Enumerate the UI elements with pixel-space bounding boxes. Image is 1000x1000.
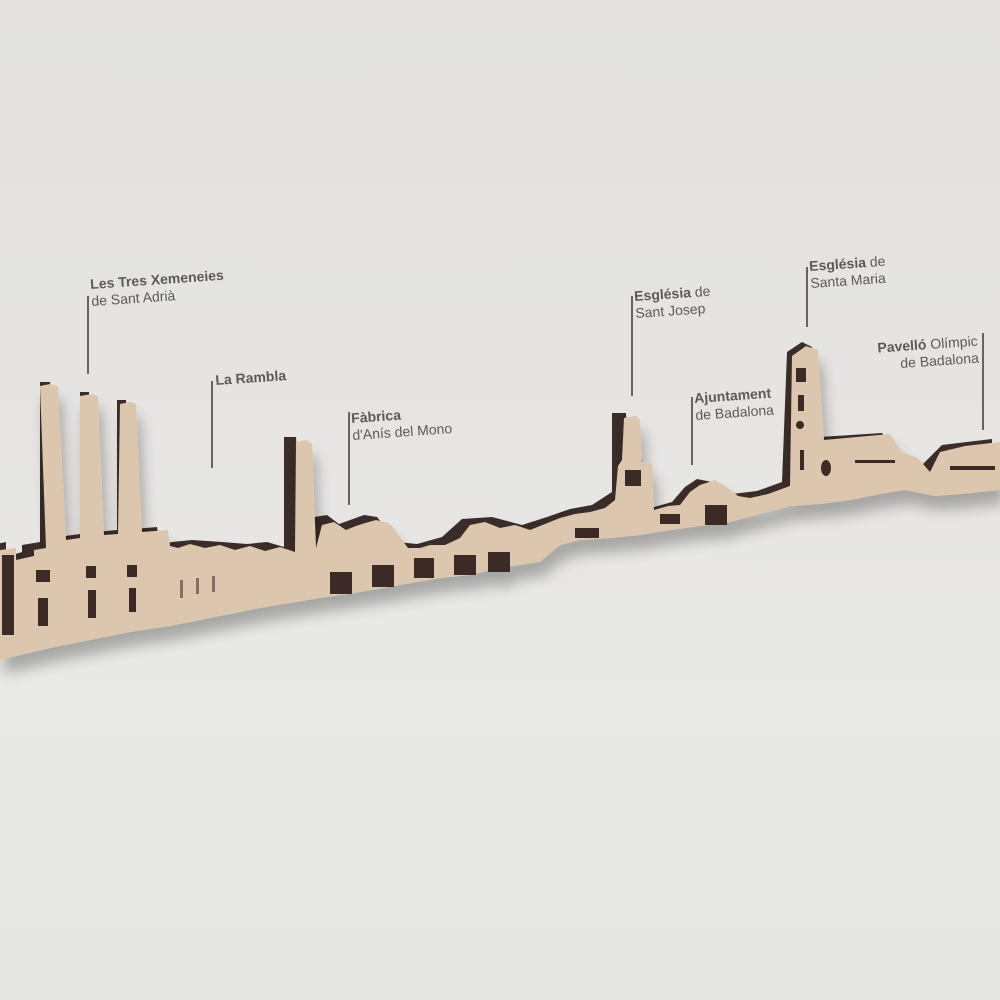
leader-line-fabrica	[348, 412, 350, 505]
leader-line-la-rambla	[211, 381, 213, 468]
leader-line-tres-xemeneies	[87, 296, 89, 374]
leader-line-ajuntament	[691, 397, 693, 465]
leader-line-pavello	[982, 333, 984, 430]
skyline-face	[0, 346, 1000, 660]
leader-line-santa-maria	[806, 267, 808, 327]
leader-line-sant-josep	[631, 296, 633, 396]
palm-trees	[180, 576, 215, 598]
window-cutouts	[2, 368, 995, 635]
